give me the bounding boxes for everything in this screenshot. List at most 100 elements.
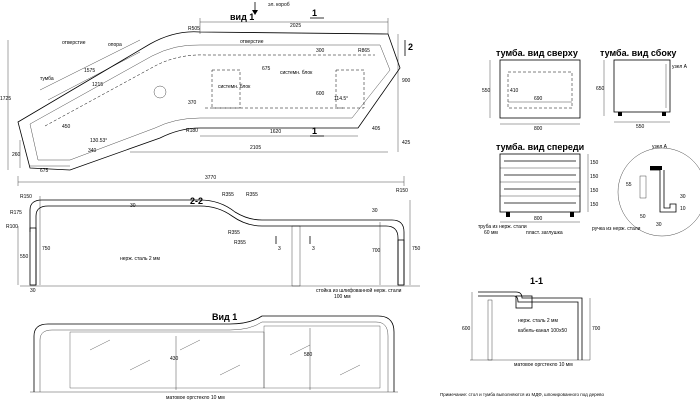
s11-label-glass: матовое оргстекло 10 мм <box>514 362 573 368</box>
dim-405: 405 <box>372 126 381 132</box>
dim-1725: 1725 <box>0 96 11 102</box>
label-opening-left: отверстие <box>62 40 86 46</box>
plan-title: вид 1 <box>230 12 254 22</box>
dim-675b: 675 <box>262 66 271 72</box>
pedestal-side-view: тумба. вид сбоку 650 550 узел А <box>596 48 688 130</box>
side-node-label: узел А <box>672 64 688 70</box>
section-2-2: 2-2 R150 R150 R100 R175 R355 R355 R355 R… <box>6 188 421 300</box>
dim-1620: 1620 <box>270 129 281 135</box>
front-dim-150b: 150 <box>590 174 599 180</box>
top-view-title: тумба. вид сверху <box>496 48 578 58</box>
side-dim-550: 550 <box>636 124 645 130</box>
node-a-title: узел А <box>652 144 668 150</box>
r150a: R150 <box>20 194 32 200</box>
dim-3770: 3770 <box>205 175 216 181</box>
r355c: R355 <box>228 230 240 236</box>
front-label-plastic: пласт. заглушка <box>526 230 563 236</box>
r355a: R355 <box>222 192 234 198</box>
r175: R175 <box>10 210 22 216</box>
front-view-title: тумба. вид спереди <box>496 142 584 152</box>
top-dim-800: 800 <box>534 126 543 132</box>
label-support: опора <box>108 42 122 48</box>
dim-450: 450 <box>62 124 71 130</box>
dim-340: 340 <box>88 148 97 154</box>
s11-label-steel: нерж. сталь 2 мм <box>518 318 558 324</box>
dim-260: 260 <box>12 152 21 158</box>
dim-2025: 2025 <box>290 23 301 29</box>
dim-2105: 2105 <box>250 145 261 151</box>
dim-550: 550 <box>20 254 29 260</box>
label-lamp-box: эл. короб <box>268 2 290 8</box>
label-post-size: 100 мм <box>334 294 351 300</box>
section-mark-3b: 3 <box>312 246 315 252</box>
section-mark-1-top: 1 <box>312 8 317 18</box>
dim-1215: 1215 <box>92 82 103 88</box>
node-a-detail: узел А 55 30 30 50 10 <box>617 144 700 237</box>
r355d: R355 <box>234 240 246 246</box>
section-1-1: 1-1 600 700 нерж. сталь 2 мм кабель-кана… <box>462 276 601 368</box>
label-pedestal: тумба <box>40 76 54 82</box>
side-dim-650: 650 <box>596 86 605 92</box>
pedestal-front-view: тумба. вид спереди 150 150 150 150 800 т… <box>478 142 641 236</box>
radius-180: R180 <box>186 128 198 134</box>
r355b: R355 <box>246 192 258 198</box>
dim-900: 900 <box>402 78 411 84</box>
dim-600: 600 <box>316 91 325 97</box>
front-label-handle: ручка из нерж. стали <box>592 226 641 232</box>
radius-865: R865 <box>358 48 370 54</box>
side-view-title: тумба. вид сбоку <box>600 48 676 58</box>
angle-114: 114.5° <box>334 96 348 102</box>
section-22-title: 2-2 <box>190 196 203 206</box>
section-mark-2: 2 <box>408 42 413 52</box>
view1-dim-430: 430 <box>170 356 179 362</box>
label-opening: отверстие <box>240 39 264 45</box>
view-1: Вид 1 430 580 матовое оргстекло 10 мм <box>30 312 398 401</box>
dim-300: 300 <box>316 48 325 54</box>
front-label-pipe: труба из нерж. стали <box>478 224 527 230</box>
angle-130: 130.53° <box>90 138 107 144</box>
section-mark-1-bottom: 1 <box>312 126 317 136</box>
section-11-title: 1-1 <box>530 276 543 286</box>
front-dim-150c: 150 <box>590 188 599 194</box>
plan-view: вид 1 эл. короб 2025 отверстие отверстие… <box>0 2 413 186</box>
node-dim-50: 50 <box>640 214 646 220</box>
r100: R100 <box>6 224 18 230</box>
view1-glass-label: матовое оргстекло 10 мм <box>166 395 225 401</box>
dim-700: 700 <box>372 248 381 254</box>
drawing-note: Примечание: стол и тумба выполняются из … <box>440 392 604 397</box>
front-label-pipe-size: 60 мм <box>484 230 498 236</box>
label-post: стойка из шлифованной нерж. стали <box>316 287 402 294</box>
pedestal-top-view: тумба. вид сверху 550 410 690 800 <box>482 48 581 132</box>
r150b: R150 <box>396 188 408 194</box>
node-dim-10: 10 <box>680 206 686 212</box>
top-dim-550: 550 <box>482 88 491 94</box>
label-sys-block-2: системн. блок <box>280 70 313 76</box>
label-steel-sheet: нерж. сталь 2 мм <box>120 256 160 262</box>
dim-370: 370 <box>188 100 197 106</box>
node-dim-30b: 30 <box>680 194 686 200</box>
dim-425: 425 <box>402 140 411 146</box>
front-dim-150d: 150 <box>590 202 599 208</box>
s11-dim-700: 700 <box>592 326 601 332</box>
view1-dim-580: 580 <box>304 352 313 358</box>
dim-30c: 30 <box>372 208 378 214</box>
front-dim-150a: 150 <box>590 160 599 166</box>
dim-750a: 750 <box>42 246 51 252</box>
label-sys-block-1: системн. блок <box>218 84 251 90</box>
top-dim-690: 690 <box>534 96 543 102</box>
s11-label-cable: кабель-канал 100х50 <box>518 328 567 334</box>
dim-30b: 30 <box>130 203 136 209</box>
section-mark-3a: 3 <box>278 246 281 252</box>
dim-30a: 30 <box>30 288 36 294</box>
node-dim-55: 55 <box>626 182 632 188</box>
radius-505: R505 <box>188 26 200 32</box>
top-dim-410: 410 <box>510 88 519 94</box>
dim-675: 675 <box>40 168 49 174</box>
view1-title: Вид 1 <box>212 312 237 322</box>
front-dim-800: 800 <box>534 216 543 222</box>
node-dim-30a: 30 <box>656 222 662 228</box>
dim-750b: 750 <box>412 246 421 252</box>
dim-1575: 1575 <box>84 68 95 74</box>
s11-dim-600: 600 <box>462 326 471 332</box>
